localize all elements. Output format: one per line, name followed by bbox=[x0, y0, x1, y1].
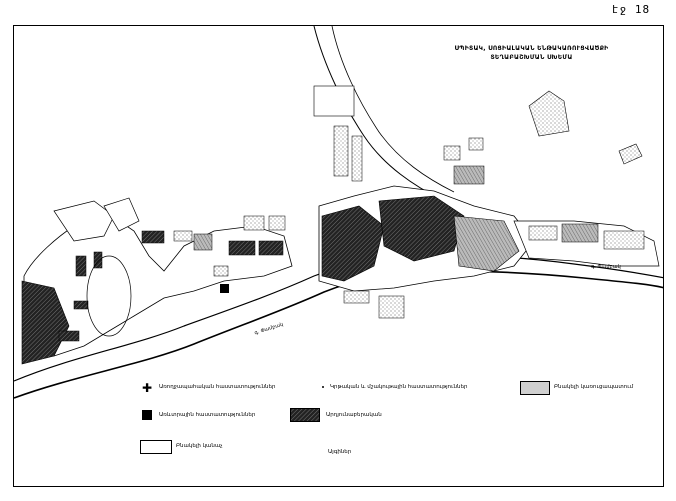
block-e2 bbox=[561, 223, 599, 243]
block-w11 bbox=[193, 233, 213, 251]
district-ne-2 bbox=[618, 143, 643, 165]
block-c2 bbox=[351, 135, 363, 182]
block-w10 bbox=[268, 215, 286, 231]
legend-label-dots: Կրթական և մշակութային հաստատություններ bbox=[330, 384, 468, 390]
block-w3 bbox=[73, 300, 89, 310]
district-center-dark bbox=[321, 205, 385, 282]
dark-hatch-swatch bbox=[290, 408, 320, 422]
block-w6 bbox=[173, 230, 193, 242]
stadium-w bbox=[86, 255, 132, 337]
dot-icon bbox=[322, 386, 324, 388]
district-center-core bbox=[378, 195, 465, 262]
map-frame: ՍՊԻՏԱԿ, ՍՈՑԻԱԼԱԿԱՆ ԵՆԹԱԿԱՌՈՒՑՎԱԾՔԻ ՏԵՂԱԲ… bbox=[13, 25, 664, 487]
map-title-line1: ՍՊԻՏԱԿ, ՍՈՑԻԱԼԱԿԱՆ ԵՆԹԱԿԱՌՈՒՑՎԱԾՔԻ bbox=[454, 45, 609, 52]
legend-label-black-square: Առևտրային հաստատություններ bbox=[159, 412, 256, 418]
block-c3 bbox=[313, 85, 355, 117]
map-title-line2: ՏԵՂԱԲԱՇԽՄԱՆ ՍԽԵՄԱ bbox=[490, 54, 573, 61]
block-w7 bbox=[228, 240, 256, 256]
legend-label-cross: Առողջապահական հաստատություններ bbox=[159, 384, 276, 390]
district-center-east bbox=[453, 215, 520, 272]
page-number: էջ 18 bbox=[612, 3, 651, 16]
black-marker-w bbox=[220, 284, 229, 293]
light-hatch-swatch bbox=[520, 381, 550, 395]
block-c4 bbox=[343, 290, 370, 304]
district-west-north bbox=[53, 200, 115, 242]
legend-label-light: Բնակելի կառուցապատում bbox=[554, 384, 634, 390]
block-c7 bbox=[468, 137, 484, 151]
block-w12 bbox=[213, 265, 229, 277]
river-tributary-bank bbox=[331, 26, 455, 193]
block-e3 bbox=[603, 230, 645, 250]
black-square-icon bbox=[142, 410, 152, 420]
block-c1 bbox=[333, 125, 349, 177]
place-label-river-right: գ. Փամբակ bbox=[591, 264, 621, 270]
block-c6 bbox=[443, 145, 461, 161]
block-w8 bbox=[258, 240, 284, 256]
map-canvas bbox=[14, 26, 663, 399]
block-w4 bbox=[58, 330, 80, 342]
district-west-ne bbox=[103, 197, 140, 232]
district-west-outline bbox=[23, 213, 293, 357]
block-w2 bbox=[93, 251, 103, 269]
river-tributary bbox=[313, 26, 445, 202]
legend-label-blank: Այգիներ bbox=[328, 449, 352, 455]
legend-label-outline: Բնակելի կանաչ bbox=[176, 443, 223, 449]
block-w1 bbox=[75, 255, 87, 277]
cross-icon: ✚ bbox=[142, 381, 153, 395]
district-ne-1 bbox=[528, 90, 570, 137]
block-w9 bbox=[243, 215, 265, 231]
block-w5 bbox=[141, 230, 165, 244]
block-c8 bbox=[453, 165, 485, 185]
block-e1 bbox=[528, 225, 558, 241]
map-title: ՍՊԻՏԱԿ, ՍՈՑԻԱԼԱԿԱՆ ԵՆԹԱԿԱՌՈՒՑՎԱԾՔԻ ՏԵՂԱԲ… bbox=[414, 44, 649, 62]
legend-label-dark-hatch: Արդյունաբերական bbox=[326, 412, 382, 418]
block-c5 bbox=[378, 295, 405, 319]
outline-swatch bbox=[140, 440, 172, 454]
